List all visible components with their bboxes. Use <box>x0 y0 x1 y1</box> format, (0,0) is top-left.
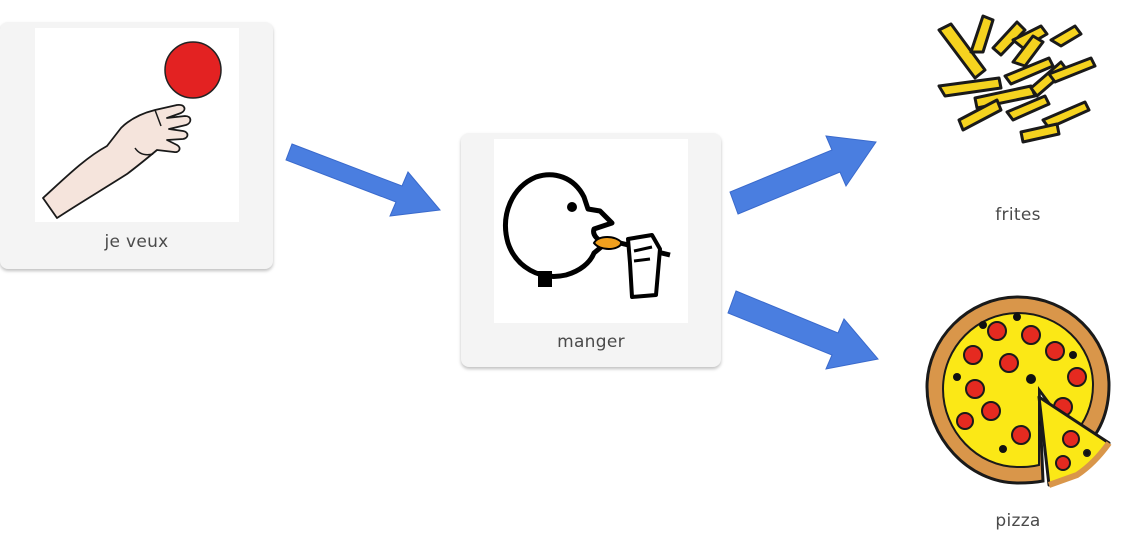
pepperoni-group <box>956 321 1087 445</box>
card-label: je veux <box>104 232 169 252</box>
card-pizza[interactable]: pizza <box>913 285 1123 531</box>
pictogram-frame <box>35 28 239 222</box>
card-label: manger <box>557 332 625 352</box>
slice-crust <box>1047 441 1112 488</box>
eating-hand-shape <box>626 233 662 299</box>
neck-shape <box>538 271 552 287</box>
card-frites[interactable]: frites <box>913 0 1123 225</box>
arm-shape <box>42 104 192 219</box>
olives-group <box>953 313 1077 453</box>
arrow-manger-to-frites <box>729 135 877 215</box>
arrow-shape <box>729 135 877 215</box>
card-label: pizza <box>995 511 1041 531</box>
slice-toppings <box>1055 430 1091 471</box>
pizza-icon <box>925 295 1112 488</box>
card-manger[interactable]: manger <box>461 133 721 367</box>
hand-reaching-ball-icon <box>42 41 222 219</box>
french-fries-icon <box>937 14 1097 144</box>
pictogram-frame <box>494 139 688 323</box>
arrow-shape <box>727 290 879 370</box>
arrow-shape <box>285 143 441 217</box>
arrow-manger-to-pizza <box>727 290 879 370</box>
fries-group <box>937 14 1097 144</box>
ball-shape <box>164 41 222 99</box>
card-je-veux[interactable]: je veux <box>0 22 273 269</box>
eye-shape <box>567 202 577 212</box>
hand-detail <box>134 109 162 156</box>
card-label: frites <box>995 205 1041 225</box>
head-shape <box>503 172 615 279</box>
person-eating-icon <box>503 172 671 299</box>
hand-lines <box>633 245 653 263</box>
arrow-je-veux-to-manger <box>285 143 441 217</box>
food-shape <box>592 236 624 250</box>
